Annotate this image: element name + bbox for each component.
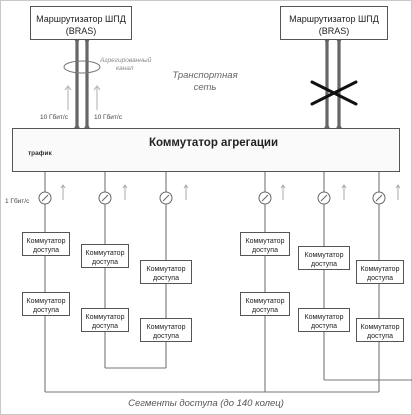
aggregated-channel-ellipse	[63, 60, 101, 74]
failure-cross-icon	[310, 80, 358, 106]
aggregation-switch: Коммутатор агрегации	[12, 128, 400, 172]
segments-caption: Сегменты доступа (до 140 колец)	[128, 398, 284, 409]
router-left: Маршрутизатор ШПД (BRAS)	[30, 6, 132, 40]
transport-network-label: Транспортная сеть	[172, 70, 238, 93]
ring-links	[44, 204, 380, 392]
speed-right-label: 10 Гбит/с	[94, 114, 122, 121]
traffic-label: трафик	[28, 150, 52, 157]
aggregation-switch-title: Коммутатор агрегации	[149, 137, 279, 149]
ring-bottoms	[45, 367, 412, 393]
downlinks	[44, 172, 380, 192]
router-left-title: Маршрутизатор ШПД	[36, 14, 126, 24]
uplink-arrows	[60, 184, 401, 200]
router-left-subtitle: (BRAS)	[65, 26, 97, 36]
meter-icons	[38, 191, 386, 205]
access-speed-label: 1 Гбит/с	[5, 198, 30, 205]
left-trunk	[75, 40, 89, 128]
aggregated-channel-label: Агрегированный канал	[100, 57, 152, 72]
router-right-subtitle: (BRAS)	[318, 26, 350, 36]
router-right-title: Маршрутизатор ШПД	[289, 14, 379, 24]
meter-needles	[41, 194, 383, 202]
speed-left-label: 10 Гбит/с	[40, 114, 68, 121]
right-trunk	[325, 40, 341, 128]
router-right: Маршрутизатор ШПД (BRAS)	[280, 6, 388, 40]
